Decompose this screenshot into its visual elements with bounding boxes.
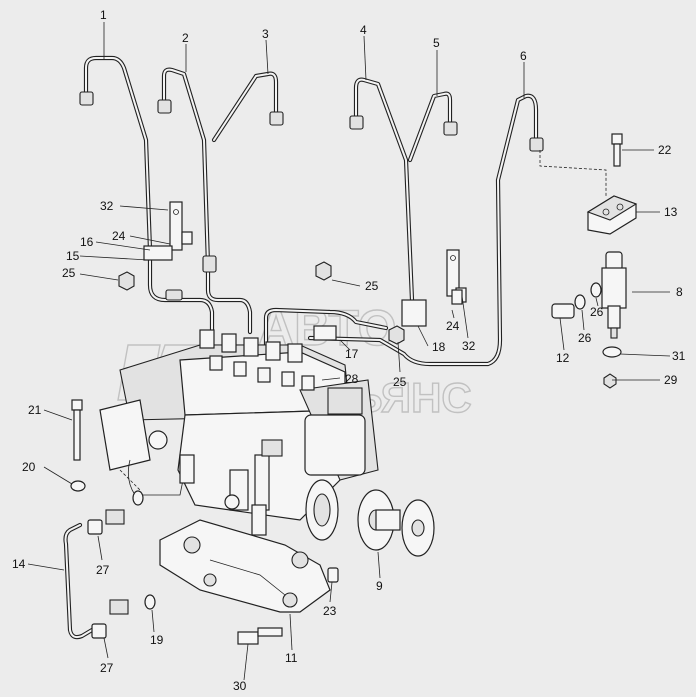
routing-dashed-line (539, 150, 607, 196)
callout-31: 31 (672, 349, 686, 363)
callout-5: 5 (433, 36, 440, 50)
callout-30: 30 (233, 679, 247, 693)
callout-24a: 24 (112, 229, 126, 243)
callout-29: 29 (664, 373, 678, 387)
callout-6: 6 (520, 49, 527, 63)
injector-assembly (551, 251, 627, 389)
callout-32a: 32 (100, 199, 114, 213)
callout-11: 11 (285, 651, 298, 665)
callout-24b: 24 (446, 319, 460, 333)
callout-3: 3 (262, 27, 269, 41)
callout-14: 14 (12, 557, 26, 571)
fuel-lines (83, 55, 539, 367)
callout-28: 28 (345, 372, 359, 386)
callout-23: 23 (323, 604, 337, 618)
callout-13: 13 (664, 205, 678, 219)
return-line (63, 490, 156, 640)
callout-25b: 25 (365, 279, 379, 293)
callout-18: 18 (432, 340, 446, 354)
callout-15: 15 (66, 249, 80, 263)
callout-2: 2 (182, 31, 189, 45)
callout-9: 9 (376, 579, 383, 593)
callout-26b: 26 (590, 305, 604, 319)
callout-20: 20 (22, 460, 36, 474)
injection-pump (99, 329, 379, 541)
callout-19: 19 (150, 633, 164, 647)
delivery-valve-holders (199, 329, 315, 391)
pipe-nuts (79, 91, 544, 301)
coupling-flange (357, 489, 435, 557)
callout-labels: 1 2 3 4 5 6 8 9 11 12 13 14 15 16 17 18 … (12, 8, 686, 693)
callout-1: 1 (100, 8, 107, 22)
mounting-bracket (159, 519, 339, 613)
callout-12: 12 (556, 351, 570, 365)
callout-27a: 27 (96, 563, 110, 577)
callout-21: 21 (28, 403, 42, 417)
callout-32b: 32 (462, 339, 476, 353)
fasteners (70, 133, 623, 645)
callout-17: 17 (345, 347, 359, 361)
injector-clamp (586, 195, 638, 235)
leader-lines (27, 22, 671, 681)
pump-flange (305, 479, 339, 541)
callout-26a: 26 (578, 331, 592, 345)
callout-22: 22 (658, 143, 672, 157)
callout-4: 4 (360, 23, 367, 37)
routing-dashed-line-left (119, 469, 141, 491)
callout-27b: 27 (100, 661, 114, 675)
callout-8: 8 (676, 285, 683, 299)
callout-16: 16 (80, 235, 94, 249)
callout-25a: 25 (62, 266, 76, 280)
callout-25c: 25 (393, 375, 407, 389)
